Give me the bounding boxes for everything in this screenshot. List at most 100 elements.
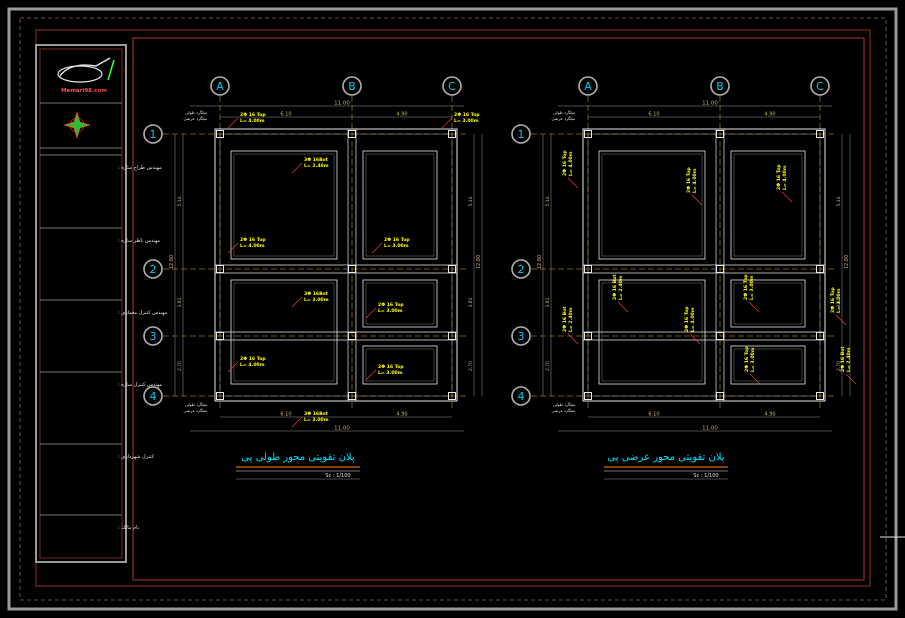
row-dim: 3.81 [177, 297, 183, 307]
plan-scale: Sc : 1/100 [325, 473, 350, 479]
footing-panel [730, 279, 806, 328]
footing-panel [362, 345, 438, 385]
rebar-length: L= 4.00m [692, 168, 698, 193]
row-dim: 5.14 [836, 196, 842, 206]
title-block: Memari98.com مهندس طراح سازه :مهندس ناظر… [35, 44, 168, 563]
rebar-note: میلگرد طولی [185, 110, 207, 115]
logo: Memari98.com [57, 57, 115, 94]
footing-panel-inner [233, 282, 335, 382]
axis-bubble [210, 76, 230, 96]
axis-bubble [578, 76, 598, 96]
axis-label: C [448, 80, 456, 93]
axis-label: 3 [150, 330, 157, 343]
footing-panel [362, 150, 438, 260]
axis-label: 4 [150, 390, 157, 403]
inner-frame [35, 29, 871, 587]
footing-panel [598, 279, 706, 385]
rebar-note: میلگرد طولی [185, 402, 207, 407]
rebar-note: میلگرد عرضی [552, 116, 575, 121]
axis-label: 1 [518, 128, 525, 141]
ornament-border [19, 17, 887, 601]
column [816, 265, 824, 273]
rebar-length: L= 3.00m [750, 347, 756, 372]
rebar-length: L= 3.00m [384, 243, 409, 249]
span-dim: 6.10 [280, 412, 291, 418]
rebar-spec: 2Φ 16 Top [378, 364, 404, 370]
row-dim: 5.14 [177, 196, 183, 206]
rebar-spec: 2Φ 16 Bot [840, 346, 846, 372]
plan-scale: Sc : 1/100 [693, 473, 718, 479]
column [816, 392, 824, 400]
row-dim: 5.14 [468, 196, 474, 206]
column [216, 265, 224, 273]
rebar-leader [365, 369, 377, 381]
column [448, 265, 456, 273]
rebar-spec: 2Φ 16 Top [744, 346, 750, 372]
tb-field-label: مهندس کنترل سازه : [118, 382, 163, 388]
rebar-leader [227, 242, 239, 254]
column [348, 265, 356, 273]
tb-field-label: مهندس طراح سازه : [118, 165, 162, 171]
height-dim: 12.80 [476, 255, 482, 269]
column [348, 332, 356, 340]
axis-label: 4 [518, 390, 525, 403]
rebar-spec: 2Φ 16 Top [830, 287, 836, 313]
footing-panel [598, 150, 706, 260]
span-dim: 4.90 [764, 412, 775, 418]
rebar-leader [748, 301, 760, 313]
rebar-length: L= 3.00m [304, 417, 329, 423]
rebar-leader [291, 162, 303, 174]
axis-bubble [810, 76, 830, 96]
column [716, 332, 724, 340]
rebar-spec: 2Φ 16 Top [378, 302, 404, 308]
span-dim: 4.90 [396, 112, 407, 118]
footing-panel [362, 279, 438, 328]
rebar-length: L= 3.00m [378, 308, 403, 314]
overall-dim-bottom: 11.00 [334, 426, 350, 432]
rebar-note: میلگرد عرضی [184, 408, 207, 413]
rebar-leader [291, 416, 303, 428]
rebar-length: L= 4.00m [240, 118, 265, 124]
rebar-leader [845, 373, 857, 385]
rebar-length: L= 4.00m [568, 151, 574, 176]
span-dim: 6.10 [648, 412, 659, 418]
row-dim: 5.14 [545, 196, 551, 206]
rebar-spec: 2Φ 16 Top [240, 356, 266, 362]
rebar-spec: 2Φ 16 Bot [612, 274, 618, 300]
axis-label: 3 [518, 330, 525, 343]
rebar-spec: 2Φ 16 Top [743, 274, 749, 300]
footing-panel [230, 150, 338, 260]
axis-bubble [511, 259, 531, 279]
plan-title: پلان تقویتی محور عرضی پی [607, 452, 724, 463]
column [216, 392, 224, 400]
column [584, 392, 592, 400]
north-arrow-icon [62, 110, 92, 140]
row-dim: 3.81 [836, 297, 842, 307]
rebar-leader [567, 177, 579, 189]
rebar-spec: 2Φ 16 Top [384, 237, 410, 243]
tb-field-label: مهندس کنترل معماری : [118, 310, 168, 316]
axis-label: A [216, 80, 224, 93]
axis-label: A [584, 80, 592, 93]
axis-bubble [442, 76, 462, 96]
rebar-length: L= 3.00m [304, 297, 329, 303]
axis-label: B [348, 80, 356, 93]
plan-title: پلان تقویتی محور طولی پی [241, 452, 355, 463]
footing-panel-inner [365, 348, 435, 382]
rebar-note: میلگرد طولی [553, 402, 575, 407]
overall-dim-top: 11.00 [702, 101, 718, 107]
footing-panel-inner [733, 282, 803, 325]
rebar-leader [749, 373, 761, 385]
rebar-spec: 3Φ 16Bot [304, 291, 329, 297]
